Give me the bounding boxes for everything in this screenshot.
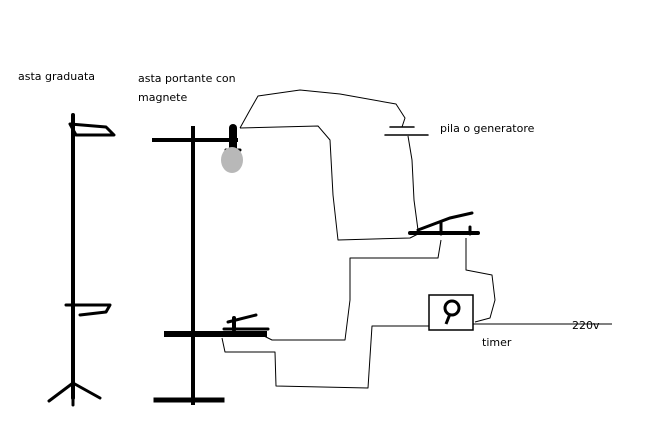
middle-marker <box>64 303 112 317</box>
label-asta-portante-line2: magnete <box>138 91 187 104</box>
wire-magnet-switch <box>239 125 423 241</box>
label-pila: pila o generatore <box>440 122 535 135</box>
wires <box>221 89 612 389</box>
lower-switch <box>222 313 270 332</box>
battery <box>384 126 429 136</box>
wire-switch-timer <box>465 238 496 323</box>
upper-switch <box>408 211 480 236</box>
label-asta-portante-line1: asta portante con <box>138 72 236 85</box>
timer-dial-icon <box>443 299 461 317</box>
wire-magnet-battery <box>239 89 406 129</box>
steel-ball <box>221 147 243 173</box>
graduated-rod <box>47 113 116 407</box>
timer <box>428 294 474 331</box>
label-timer: timer <box>482 336 512 349</box>
wire-battery-switch <box>407 135 419 231</box>
wire-switch-lower <box>263 239 442 341</box>
label-asta-graduata: asta graduata <box>18 70 95 83</box>
support-rod <box>152 126 267 405</box>
top-marker <box>68 122 116 137</box>
wire-lower-timer <box>221 325 429 389</box>
label-220v: 220v <box>572 319 600 332</box>
timer-box <box>428 294 474 331</box>
